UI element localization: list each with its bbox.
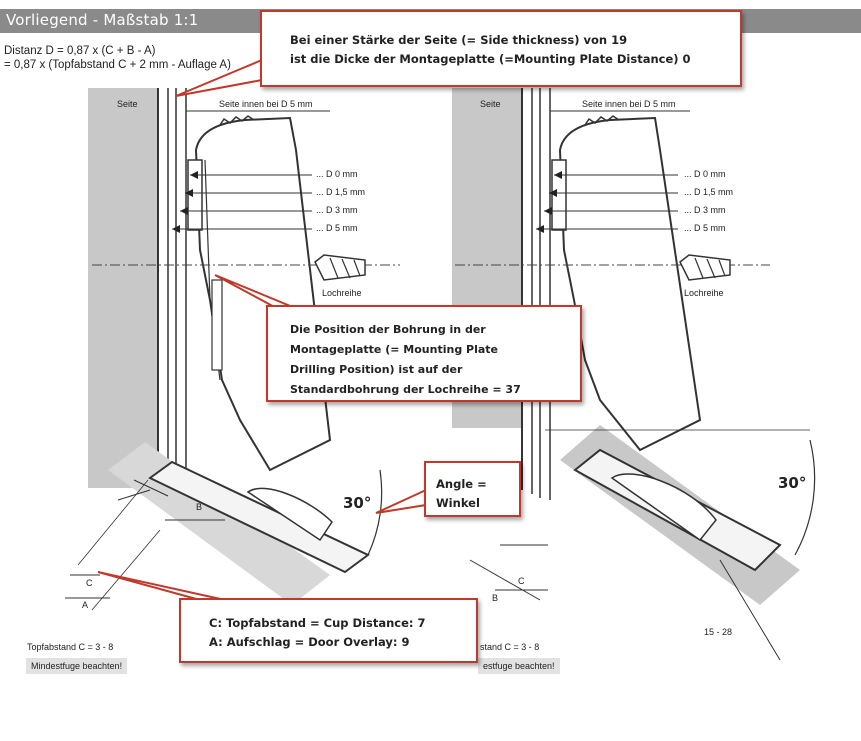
- drill-bit-icon: [314, 254, 366, 281]
- callout-top-line-1: Bei einer Stärke der Seite (= Side thick…: [290, 33, 628, 47]
- page-title: Vorliegend - Maßstab 1:1: [6, 11, 199, 29]
- callout-top-line-2: ist die Dicke der Montageplatte (=Mounti…: [290, 52, 691, 66]
- right-d5-label: ... D 5 mm: [684, 223, 726, 233]
- left-d3-label: ... D 3 mm: [316, 205, 358, 215]
- right-d0-label: ... D 0 mm: [684, 169, 726, 179]
- left-d5-label: ... D 5 mm: [316, 223, 358, 233]
- right-angle-label: 30°: [778, 474, 807, 492]
- callout-angle-line-1: Angle =: [436, 477, 487, 491]
- left-seite-innen-label: Seite innen bei D 5 mm: [219, 99, 313, 109]
- right-seite-innen-label: Seite innen bei D 5 mm: [582, 99, 676, 109]
- drill-bit-icon-right: [679, 254, 731, 281]
- right-topfabstand-label: stand C = 3 - 8: [480, 642, 540, 652]
- left-d0-label: ... D 0 mm: [316, 169, 358, 179]
- left-dim-c: C: [86, 578, 93, 588]
- right-dim-b: B: [492, 593, 499, 603]
- left-lochreihe-label: Lochreihe: [322, 288, 362, 298]
- callout-bottom-line-1: C: Topfabstand = Cup Distance: 7: [209, 616, 426, 630]
- right-d15-label: ... D 1,5 mm: [684, 187, 734, 197]
- left-angle-label: 30°: [343, 494, 372, 512]
- right-range-label: 15 - 28: [704, 627, 733, 637]
- callout-angle: Angle = Winkel: [424, 461, 521, 517]
- callout-bottom-line-2: A: Aufschlag = Door Overlay: 9: [209, 635, 410, 649]
- callout-side-thickness: Bei einer Stärke der Seite (= Side thick…: [260, 10, 742, 87]
- callout-mid-line-4: Standardbohrung der Lochreihe = 37: [290, 383, 521, 396]
- left-dim-b: B: [196, 502, 203, 512]
- right-d3-label: ... D 3 mm: [684, 205, 726, 215]
- left-d15-label: ... D 1,5 mm: [316, 187, 366, 197]
- left-dim-a: A: [82, 600, 89, 610]
- callout-drilling-position: Die Position der Bohrung in der Montagep…: [266, 305, 582, 402]
- left-seite-label: Seite: [117, 99, 138, 109]
- left-side-panel: [88, 88, 158, 488]
- left-topfabstand-label: Topfabstand C = 3 - 8: [27, 642, 114, 652]
- callout-angle-line-2: Winkel: [436, 496, 480, 510]
- right-mindestfuge-caption: estfuge beachten!: [478, 658, 560, 674]
- right-dim-c: C: [518, 576, 525, 586]
- right-lochreihe-label: Lochreihe: [684, 288, 724, 298]
- formula-line-1: Distanz D = 0,87 x (C + B - A): [4, 45, 156, 57]
- right-drawing: [452, 88, 816, 661]
- callout-mid-line-3: Drilling Position) ist auf der: [290, 363, 463, 376]
- callout-mid-line-2: Montageplatte (= Mounting Plate: [290, 343, 499, 356]
- right-seite-label: Seite: [480, 99, 501, 109]
- callout-mid-line-1: Die Position der Bohrung in der: [290, 323, 486, 336]
- right-hinge-arm: [558, 116, 702, 452]
- formula-line-2: = 0,87 x (Topfabstand C + 2 mm - Auflage…: [4, 59, 231, 71]
- left-mindestfuge-caption: Mindestfuge beachten!: [26, 658, 128, 674]
- callout-cup-distance: C: Topfabstand = Cup Distance: 7 A: Aufs…: [179, 598, 478, 663]
